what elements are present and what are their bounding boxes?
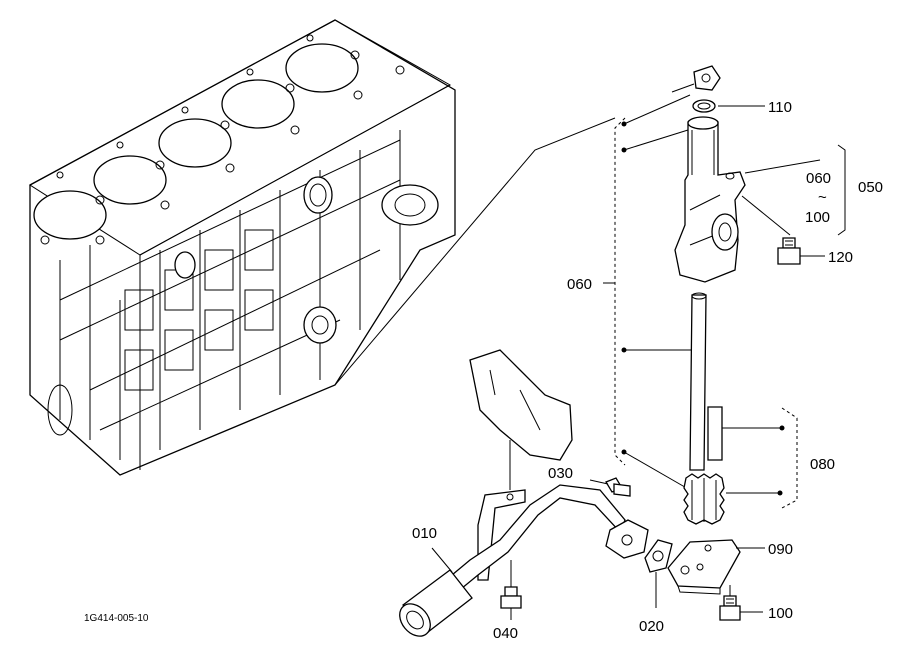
label-060: 060: [567, 276, 592, 293]
oil-pump-body: [674, 116, 746, 283]
label-100: 100: [768, 605, 793, 622]
leader-050-100: [741, 195, 791, 236]
label-080: 080: [810, 456, 835, 473]
figure-reference: 1G414-005-10: [84, 613, 149, 624]
label-010: 010: [412, 525, 437, 542]
label-020: 020: [639, 618, 664, 635]
pump-cover-090: [667, 539, 741, 595]
label-120: 120: [828, 249, 853, 266]
label-050: 050: [858, 179, 883, 196]
label-110: 110: [768, 99, 792, 116]
engine-block: [29, 19, 456, 476]
bracket-080: [781, 407, 798, 509]
brace-050: [837, 144, 846, 236]
bolt-040: [500, 586, 522, 609]
label-040: 040: [493, 625, 518, 642]
bolt-120: [777, 237, 801, 265]
bolt-030: [605, 477, 631, 497]
bolt-100: [719, 595, 741, 621]
oil-strainer-010: [399, 349, 649, 637]
block-leader: [334, 117, 616, 386]
label-030: 030: [548, 465, 573, 482]
label-060-range-start: 060: [806, 170, 831, 187]
leader-010: [431, 547, 453, 573]
label-100-range-end: 100: [805, 209, 830, 226]
label-090: 090: [768, 541, 793, 558]
leader-050-060: [744, 159, 821, 174]
oring-110: [671, 65, 721, 113]
pump-gear: [683, 473, 725, 525]
pump-shaft: [689, 292, 723, 471]
leader-030: [589, 479, 609, 485]
label-range-tilde: ~: [818, 189, 827, 206]
bracket-060: [614, 117, 626, 466]
gasket-020: [644, 539, 673, 573]
